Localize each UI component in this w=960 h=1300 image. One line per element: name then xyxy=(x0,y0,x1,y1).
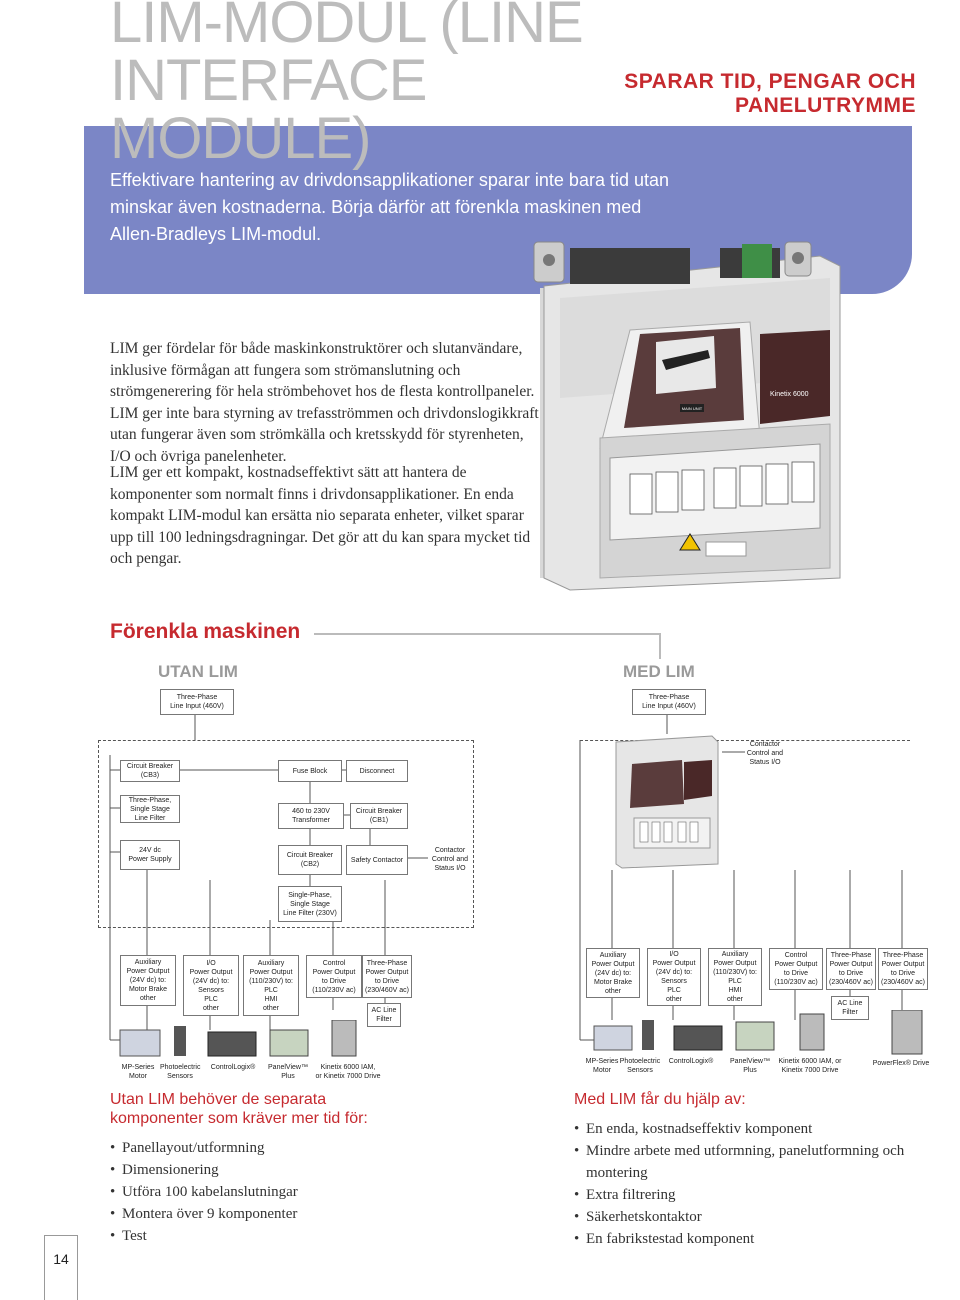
page-subtitle: SPARAR TID, PENGAR OCH PANELUTRYMME xyxy=(624,70,916,117)
list-item: Panellayout/utformning xyxy=(110,1137,410,1159)
list-item: Dimensionering xyxy=(110,1159,410,1181)
med-lim-heading: MED LIM xyxy=(623,662,695,681)
brand-label: Kinetix 6000 xyxy=(770,391,809,398)
device-label-kinetix: Kinetix 6000 IAM, or Kinetix 7000 Drive xyxy=(315,1064,381,1080)
body-paragraph-2: LIM ger ett kompakt, kostnadseffektivt s… xyxy=(110,464,531,567)
single-phase-line-filter: Single-Phase, Single Stage Line Filter (… xyxy=(278,886,342,922)
lim-module-small-icon xyxy=(615,735,719,869)
main-unit-label: MAIN UNIT xyxy=(682,406,703,411)
device-label-controllogix: ControlLogix® xyxy=(210,1064,256,1071)
controllogix-icon xyxy=(207,1031,257,1057)
output-io-24v-right: I/O Power Output (24V dc) to: Sensors PL… xyxy=(647,948,701,1006)
ac-line-filter-right: AC Line Filter xyxy=(831,996,869,1020)
warning-icon xyxy=(679,533,701,551)
list-item: En fabrikstestad komponent xyxy=(574,1228,924,1250)
device-label-kinetix-right: Kinetix 6000 IAM, or Kinetix 7000 Drive xyxy=(778,1058,842,1074)
device-label-powerflex: PowerFlex® Drive xyxy=(872,1060,930,1067)
hero-intro: Effektivare hantering av drivdonsapplika… xyxy=(110,170,670,244)
line-input-box: Three-Phase Line Input (460V) xyxy=(160,689,234,715)
output-control-drive: Control Power Output to Drive (110/230V … xyxy=(306,955,362,998)
device-label-motor: MP-Series Motor xyxy=(121,1064,155,1080)
circuit-breakers-icon xyxy=(629,461,815,515)
page-number: 14 xyxy=(44,1235,78,1300)
output-control-drive-right: Control Power Output to Drive (110/230V … xyxy=(769,948,823,990)
disconnect-handle-icon xyxy=(662,350,710,370)
kinetix-panel xyxy=(760,330,830,424)
page-title-line-2: MODULE) xyxy=(110,106,371,171)
kinetix-drive-icon xyxy=(331,1020,357,1057)
output-aux-24v-right: Auxiliary Power Output (24V dc) to: Moto… xyxy=(586,948,640,998)
contactor-status-io-right: Contactor Control and Status I/O xyxy=(746,741,784,766)
heading-rule xyxy=(314,633,661,635)
list-item: Säkerhetskontaktor xyxy=(574,1206,924,1228)
page-title: LIM-MODUL (LINE INTERFACE MODULE) xyxy=(110,0,810,168)
device-label-controllogix-right: ControlLogix® xyxy=(668,1058,714,1065)
device-label-sensors-right: Photoelectric Sensors xyxy=(619,1058,661,1074)
output-three-phase-drive-right-2: Three-Phase Power Output to Drive (230/4… xyxy=(878,948,928,990)
fuse-block: Fuse Block xyxy=(278,760,342,782)
transformer-box: 460 to 230V Transformer xyxy=(278,803,344,829)
mp-series-motor-icon-right xyxy=(593,1025,633,1051)
powerflex-drive-icon xyxy=(891,1010,923,1055)
output-aux-24v: Auxiliary Power Output (24V dc) to: Moto… xyxy=(120,955,176,1006)
kinetix-drive-icon-right xyxy=(799,1013,825,1051)
device-icons-left xyxy=(119,1020,357,1057)
circuit-breaker-cb2: Circuit Breaker (CB2) xyxy=(278,845,342,875)
panelview-icon-right xyxy=(735,1021,775,1051)
contactor-status-io: Contactor Control and Status I/O xyxy=(431,847,469,872)
body-paragraph-1: LIM ger fördelar för både maskinkonstruk… xyxy=(110,340,539,465)
mp-series-motor-icon xyxy=(119,1029,161,1057)
terminal-block-icon xyxy=(570,248,690,284)
green-connector-icon xyxy=(742,244,772,278)
output-aux-110-230v: Auxiliary Power Output (110/230V) to: PL… xyxy=(243,955,299,1016)
panelview-icon xyxy=(269,1029,309,1057)
photoelectric-sensor-icon-right xyxy=(642,1020,654,1050)
device-label-sensors: Photoelectric Sensors xyxy=(160,1064,201,1080)
ac-line-filter: AC Line Filter xyxy=(367,1003,401,1027)
page-title-line-1: LIM-MODUL (LINE INTERFACE xyxy=(110,0,584,113)
circuit-breaker-cb1: Circuit Breaker (CB1) xyxy=(350,803,408,829)
list-item: Utföra 100 kabelanslutningar xyxy=(110,1181,410,1203)
circuit-breaker-cb3: Circuit Breaker (CB3) xyxy=(120,760,180,782)
safety-contactor: Safety Contactor xyxy=(346,845,408,875)
panel-enclosure-right xyxy=(580,740,910,742)
device-label-motor-right: MP-Series Motor xyxy=(585,1058,619,1074)
disconnect-box: Disconnect xyxy=(346,760,408,782)
right-list-heading: Med LIM får du hjälp av: xyxy=(574,1091,746,1108)
list-item: Test xyxy=(110,1225,410,1247)
three-phase-line-filter: Three-Phase, Single Stage Line Filter xyxy=(120,795,180,823)
list-item: En enda, kostnadseffektiv komponent xyxy=(574,1118,924,1140)
list-item: Extra filtrering xyxy=(574,1184,924,1206)
left-list-heading: Utan LIM behöver de separata komponenter… xyxy=(110,1091,368,1127)
lim-module-photo: MAIN UNIT Kinetix 6000 xyxy=(533,241,841,591)
output-three-phase-drive-right-1: Three-Phase Power Output to Drive (230/4… xyxy=(826,948,876,990)
utan-lim-heading: UTAN LIM xyxy=(158,662,238,681)
device-label-panelview: PanelView™ Plus xyxy=(268,1064,308,1080)
controllogix-icon-right xyxy=(673,1025,723,1051)
device-label-panelview-right: PanelView™ Plus xyxy=(730,1058,770,1074)
photoelectric-sensor-icon xyxy=(174,1026,186,1056)
output-io-24v: I/O Power Output (24V dc) to: Sensors PL… xyxy=(183,955,239,1016)
right-list: En enda, kostnadseffektiv komponent Mind… xyxy=(574,1118,924,1250)
device-icons-right xyxy=(593,1010,923,1055)
panel-enclosure xyxy=(98,740,474,928)
list-item: Mindre arbete med utformning, panelutfor… xyxy=(574,1140,924,1184)
list-item: Montera över 9 komponenter xyxy=(110,1203,410,1225)
power-supply-box: 24V dc Power Supply xyxy=(120,840,180,870)
output-three-phase-drive: Three-Phase Power Output to Drive (230/4… xyxy=(362,955,412,998)
line-input-box-right: Three-Phase Line Input (460V) xyxy=(632,689,706,715)
output-aux-110-230v-right: Auxiliary Power Output (110/230V) to: PL… xyxy=(708,948,762,1006)
section-heading: Förenkla maskinen xyxy=(110,620,301,643)
heading-rule-vertical xyxy=(659,633,661,659)
left-list: Panellayout/utformning Dimensionering Ut… xyxy=(110,1137,410,1247)
